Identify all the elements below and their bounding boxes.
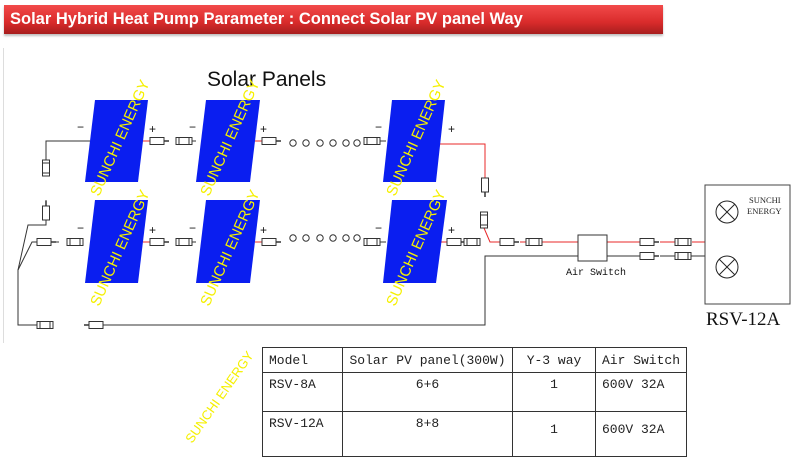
panel-count-cell: 8+8	[342, 411, 513, 457]
plus-label: +	[260, 122, 267, 136]
solar-panel	[196, 200, 260, 283]
plus-label: +	[149, 223, 156, 237]
model-cell: RSV-8A	[262, 372, 343, 412]
page-title-banner: Solar Hybrid Heat Pump Parameter : Conne…	[4, 5, 663, 34]
plus-label: +	[448, 223, 455, 237]
solar-panels-heading: Solar Panels	[207, 68, 326, 91]
minus-label: −	[77, 221, 84, 235]
y3-way-cell: 1	[512, 411, 596, 457]
parameter-table: Model Solar PV panel(300W) Y-3 way Air S…	[262, 347, 687, 457]
column-header: Air Switch	[595, 347, 687, 373]
model-cell: RSV-12A	[262, 411, 343, 457]
column-header: Model	[262, 347, 343, 373]
device-model-label: RSV-12A	[706, 309, 781, 330]
solar-panel	[383, 200, 447, 283]
minus-label: −	[375, 120, 382, 134]
solar-panel-array	[85, 100, 447, 283]
solar-panel	[196, 100, 260, 182]
air-switch-cell: 600V 32A	[595, 411, 687, 457]
more-panels-dots	[289, 139, 361, 242]
plus-label: +	[448, 122, 455, 136]
minus-label: −	[189, 120, 196, 134]
plus-label: +	[260, 223, 267, 237]
air-switch-cell: 600V 32A	[595, 372, 687, 412]
y3-way-cell: 1	[512, 372, 596, 412]
device-brand: SUNCHI	[749, 195, 781, 205]
solar-panel	[85, 100, 148, 182]
table-row: RSV-12A 8+8 1 600V 32A	[262, 411, 687, 457]
solar-panel	[383, 100, 445, 182]
minus-label: −	[375, 221, 382, 235]
plus-label: +	[149, 122, 156, 136]
heat-pump-unit: SUNCHI ENERGY	[704, 184, 791, 305]
panel-count-cell: 6+6	[342, 372, 513, 412]
column-header: Y-3 way	[512, 347, 596, 373]
table-row: RSV-8A 6+6 1 600V 32A	[262, 372, 687, 412]
column-header: Solar PV panel(300W)	[342, 347, 513, 373]
solar-panel	[85, 200, 148, 283]
divider	[3, 48, 4, 343]
device-brand: ENERGY	[747, 206, 781, 216]
air-switch-label: Air Switch	[566, 267, 626, 279]
minus-label: −	[77, 120, 84, 134]
minus-label: −	[189, 221, 196, 235]
air-switch	[577, 234, 608, 262]
table-header-row: Model Solar PV panel(300W) Y-3 way Air S…	[262, 347, 687, 373]
